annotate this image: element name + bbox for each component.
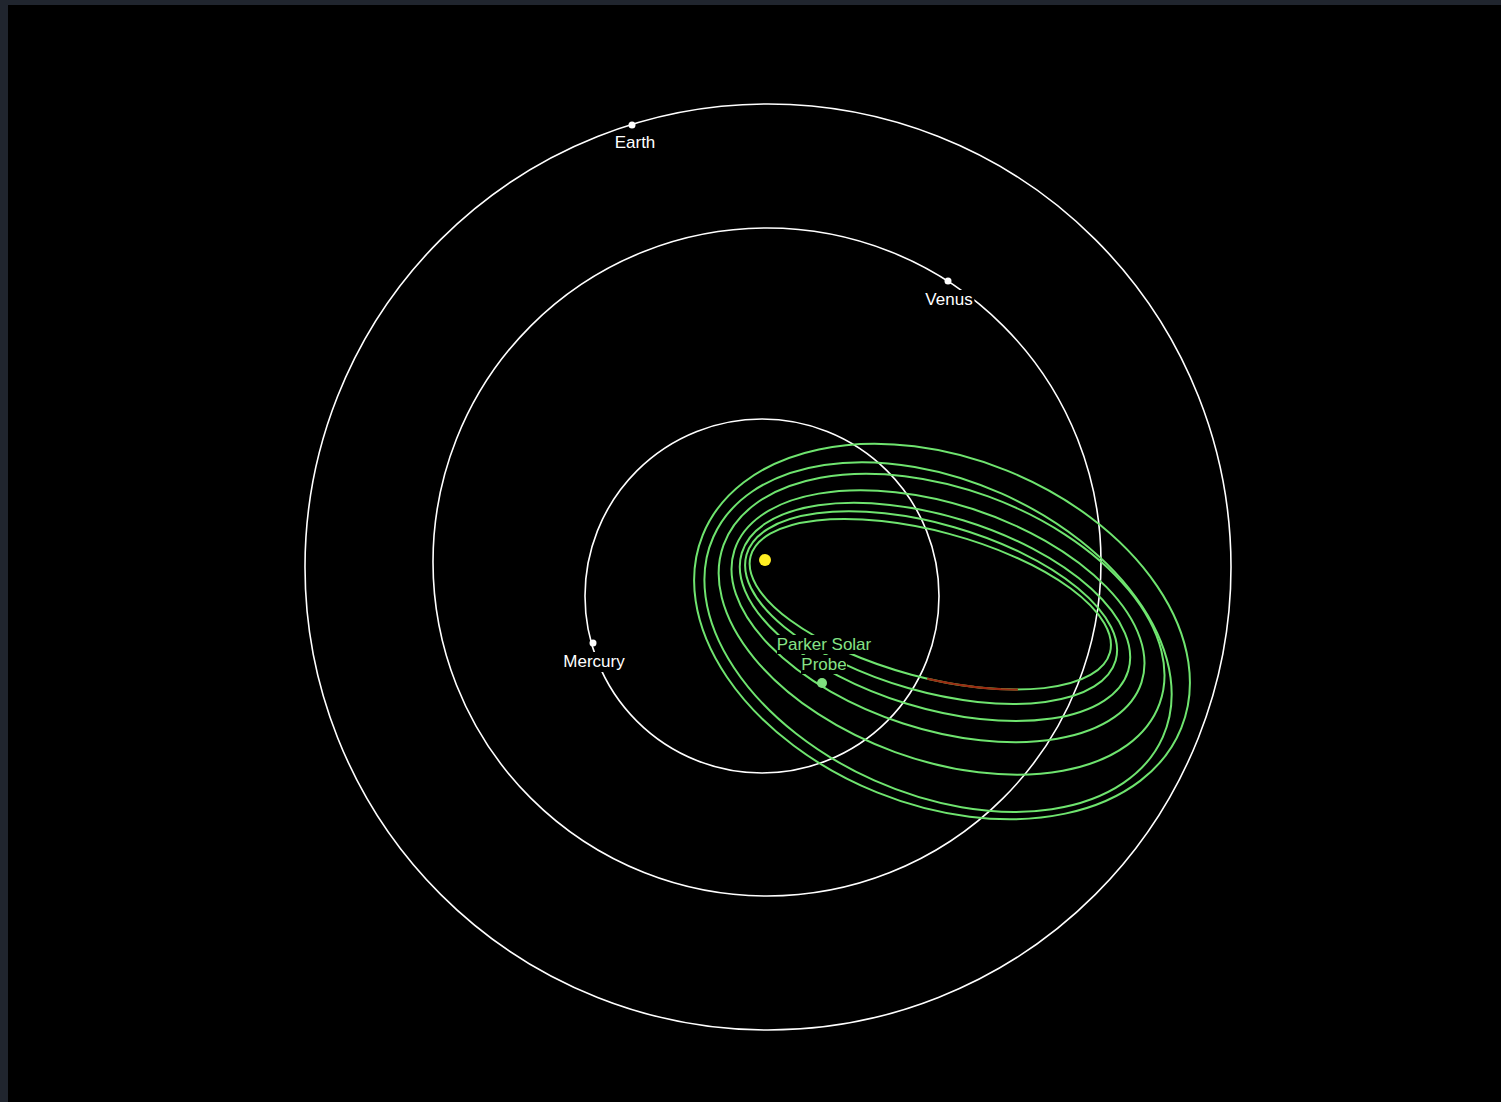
frame-bar bbox=[0, 0, 8, 1102]
planet-label: Venus bbox=[923, 290, 974, 310]
planet-label: Mercury bbox=[561, 652, 626, 672]
probe-orbits bbox=[638, 374, 1246, 889]
earth-orbit bbox=[305, 104, 1231, 1030]
earth-dot bbox=[629, 122, 636, 129]
probe-dot bbox=[817, 678, 827, 688]
spacecraft-label: Parker Solar Probe bbox=[772, 635, 876, 675]
trajectory-segment bbox=[927, 679, 1018, 690]
probe-orbit bbox=[649, 394, 1226, 881]
probe-orbit bbox=[677, 417, 1206, 831]
sun bbox=[759, 554, 771, 566]
probe-orbit bbox=[732, 486, 1129, 723]
probe-orbit bbox=[723, 474, 1138, 741]
mercury-dot bbox=[590, 640, 597, 647]
venus-orbit bbox=[433, 228, 1101, 896]
probe-orbit bbox=[638, 374, 1246, 889]
venus-dot bbox=[945, 278, 952, 285]
probe-orbit bbox=[700, 443, 1177, 790]
frame-bar bbox=[0, 0, 1501, 5]
planet-label: Earth bbox=[613, 133, 658, 153]
probe-orbit bbox=[714, 461, 1156, 763]
